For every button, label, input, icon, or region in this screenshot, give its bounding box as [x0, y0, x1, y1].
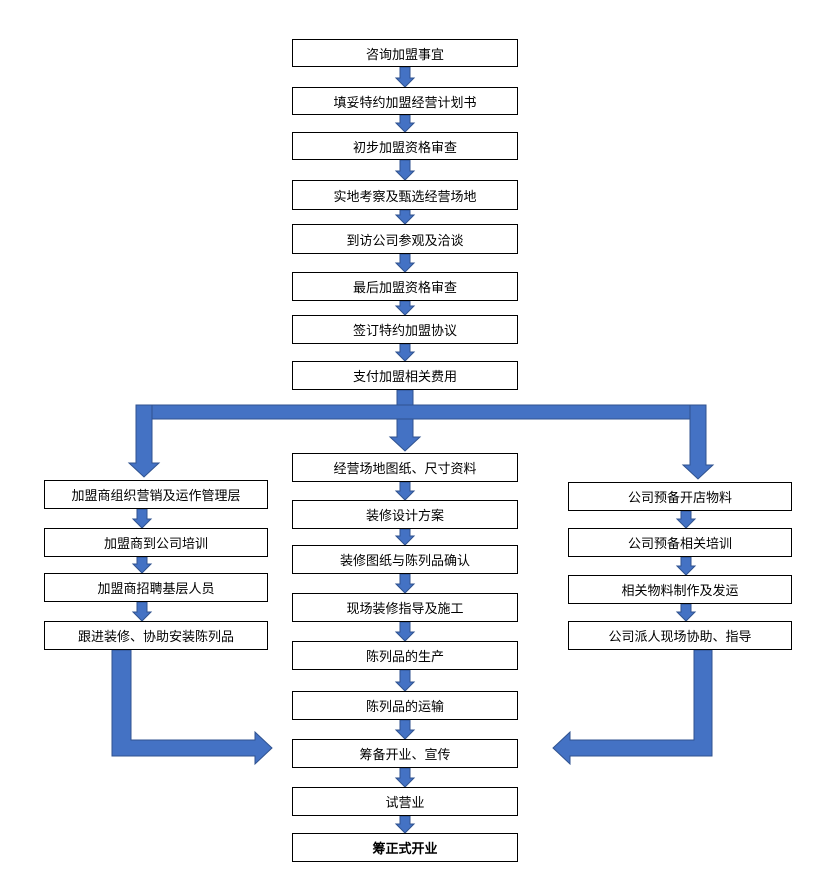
- right-step-3: 相关物料制作及发运: [568, 575, 792, 604]
- center-step-2: 装修设计方案: [292, 500, 518, 529]
- right-step-1: 公司预备开店物料: [568, 482, 792, 511]
- left-branch-arrow: [127, 404, 161, 478]
- right-arrow-3: [675, 603, 697, 622]
- main-step-2: 填妥特约加盟经营计划书: [292, 87, 518, 115]
- main-step-1: 咨询加盟事宜: [292, 39, 518, 67]
- center-arrow-4: [394, 621, 416, 642]
- right-branch-arrow: [681, 404, 715, 480]
- center-step-5: 陈列品的生产: [292, 641, 518, 670]
- main-step-6: 最后加盟资格审查: [292, 272, 518, 301]
- final-arrow-1: [394, 767, 416, 788]
- right-step-4: 公司派人现场协助、指导: [568, 621, 792, 650]
- right-arrow-1: [675, 510, 697, 529]
- center-arrow-1: [394, 481, 416, 501]
- final-step-3: 筹正式开业: [292, 833, 518, 862]
- right-step-2: 公司预备相关培训: [568, 528, 792, 557]
- left-step-2: 加盟商到公司培训: [44, 528, 268, 557]
- center-step-1: 经营场地图纸、尺寸资料: [292, 453, 518, 482]
- main-arrow-2: [394, 114, 416, 133]
- main-arrow-3: [394, 159, 416, 181]
- center-branch-arrow: [388, 418, 422, 452]
- main-arrow-7: [394, 343, 416, 362]
- final-step-1: 筹备开业、宣传: [292, 739, 518, 768]
- main-arrow-6: [394, 300, 416, 316]
- final-arrow-2: [394, 815, 416, 834]
- center-arrow-3: [394, 573, 416, 594]
- left-arrow-3: [131, 601, 153, 622]
- final-step-2: 试营业: [292, 787, 518, 816]
- main-step-7: 签订特约加盟协议: [292, 315, 518, 344]
- center-arrow-2: [394, 528, 416, 546]
- main-step-5: 到访公司参观及洽谈: [292, 224, 518, 254]
- center-step-3: 装修图纸与陈列品确认: [292, 545, 518, 574]
- center-arrow-6: [394, 719, 416, 740]
- center-step-6: 陈列品的运输: [292, 691, 518, 720]
- main-step-4: 实地考察及甄选经营场地: [292, 180, 518, 210]
- right-merge-arrow: [552, 649, 713, 766]
- left-step-4: 跟进装修、协助安装陈列品: [44, 621, 268, 650]
- left-arrow-1: [131, 508, 153, 529]
- left-merge-arrow: [111, 649, 273, 766]
- main-arrow-1: [394, 66, 416, 88]
- distribution-bar: [135, 404, 707, 420]
- main-arrow-4: [394, 209, 416, 225]
- main-step-3: 初步加盟资格审查: [292, 132, 518, 160]
- right-arrow-2: [675, 556, 697, 576]
- center-step-4: 现场装修指导及施工: [292, 593, 518, 622]
- left-step-3: 加盟商招聘基层人员: [44, 573, 268, 602]
- main-arrow-5: [394, 253, 416, 273]
- left-step-1: 加盟商组织营销及运作管理层: [44, 480, 268, 509]
- center-arrow-5: [394, 669, 416, 692]
- main-step-8: 支付加盟相关费用: [292, 361, 518, 390]
- left-arrow-2: [131, 556, 153, 574]
- trunk-connector: [396, 389, 414, 407]
